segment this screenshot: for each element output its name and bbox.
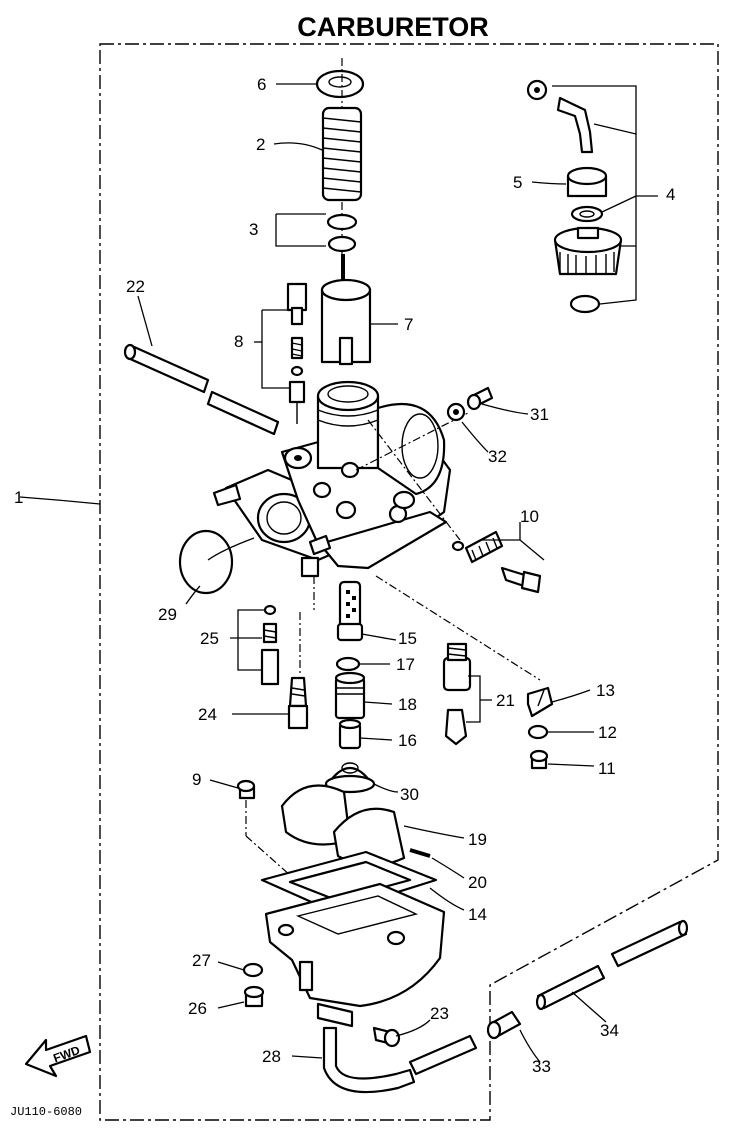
callout-3: 3 — [249, 220, 258, 239]
part-9-screw[interactable] — [236, 779, 256, 800]
callout-29: 29 — [158, 605, 177, 624]
part-7-throttle-valve[interactable] — [320, 278, 372, 366]
part-27-o-ring[interactable] — [242, 962, 264, 978]
leader-lines — [19, 83, 658, 1063]
part-16-main-jet[interactable] — [338, 718, 362, 750]
callout-28: 28 — [262, 1047, 281, 1066]
part-13-clip[interactable] — [526, 686, 554, 718]
part-14-gasket[interactable] — [260, 850, 438, 914]
callout-20: 20 — [468, 873, 487, 892]
callout-9: 9 — [192, 770, 201, 789]
callout-31: 31 — [530, 405, 549, 424]
part-19-float[interactable] — [280, 784, 406, 867]
part-12-washer[interactable] — [527, 724, 549, 740]
part-18-needle-jet-holder[interactable] — [334, 671, 366, 720]
part-30-baffle[interactable] — [324, 762, 376, 794]
callout-17: 17 — [396, 655, 415, 674]
callout-25: 25 — [200, 629, 219, 648]
callout-labels: 1 2 3 4 5 6 7 8 9 10 11 12 13 14 15 16 1… — [14, 75, 675, 1076]
callout-6: 6 — [257, 75, 266, 94]
part-4-cable-adjuster-group[interactable] — [526, 79, 623, 314]
part-15-needle-jet[interactable] — [336, 580, 364, 642]
part-6-washer[interactable] — [315, 69, 365, 99]
callout-11: 11 — [598, 759, 616, 778]
part-31-screw[interactable] — [466, 386, 494, 411]
callout-21: 21 — [496, 691, 515, 710]
part-21-float-valve[interactable] — [442, 642, 472, 746]
part-20-float-pin[interactable] — [409, 848, 431, 858]
part-2-spring[interactable] — [321, 106, 363, 202]
drawing-code: JU110-6080 — [10, 1105, 82, 1119]
callout-19: 19 — [468, 830, 487, 849]
part-23-screw[interactable] — [372, 1026, 401, 1048]
callout-10: 10 — [520, 507, 539, 526]
callout-2: 2 — [256, 135, 265, 154]
assembly-boundary — [99, 43, 719, 1121]
part-3-needle-clip[interactable] — [326, 213, 358, 253]
part-29-o-ring[interactable] — [178, 529, 234, 595]
callout-26: 26 — [188, 999, 207, 1018]
part-32-nut[interactable] — [446, 402, 466, 422]
part-8-pilot-screw-set[interactable] — [286, 282, 308, 424]
callout-5: 5 — [513, 173, 522, 192]
part-25-starter-plunger-set[interactable] — [260, 604, 280, 686]
callout-22: 22 — [126, 277, 145, 296]
callout-27: 27 — [192, 951, 211, 970]
part-11-screw[interactable] — [529, 749, 549, 770]
callout-23: 23 — [430, 1004, 449, 1023]
part-1-carburetor-body[interactable] — [212, 380, 452, 578]
callout-14: 14 — [468, 905, 487, 924]
fwd-arrow: FWD — [24, 1034, 92, 1078]
part-17-o-ring[interactable] — [335, 656, 361, 672]
callout-13: 13 — [596, 681, 615, 700]
part-24-pilot-jet[interactable] — [287, 676, 309, 730]
callout-15: 15 — [398, 629, 417, 648]
part-22-tube[interactable] — [123, 343, 280, 436]
part-28-drain-hose[interactable] — [322, 1026, 416, 1094]
hose-section — [408, 1034, 478, 1076]
callout-34: 34 — [600, 1021, 619, 1040]
callout-4: 4 — [666, 185, 675, 204]
callout-24: 24 — [198, 705, 217, 724]
diagram-title: CARBURETOR — [297, 12, 489, 42]
part-33-joint[interactable] — [486, 1010, 522, 1040]
callout-33: 33 — [532, 1057, 551, 1076]
callout-1: 1 — [14, 488, 23, 507]
callout-12: 12 — [598, 723, 617, 742]
callout-7: 7 — [404, 315, 413, 334]
part-26-drain-screw[interactable] — [243, 985, 265, 1008]
callout-8: 8 — [234, 332, 243, 351]
callout-30: 30 — [400, 785, 419, 804]
part-5-rubber-cap[interactable] — [566, 166, 608, 198]
callout-32: 32 — [488, 447, 507, 466]
float-bowl[interactable] — [264, 882, 446, 1028]
part-10-throttle-stop-screw-set[interactable] — [451, 530, 542, 594]
callout-18: 18 — [398, 695, 417, 714]
callout-16: 16 — [398, 731, 417, 750]
part-34-hose[interactable] — [535, 919, 689, 1011]
